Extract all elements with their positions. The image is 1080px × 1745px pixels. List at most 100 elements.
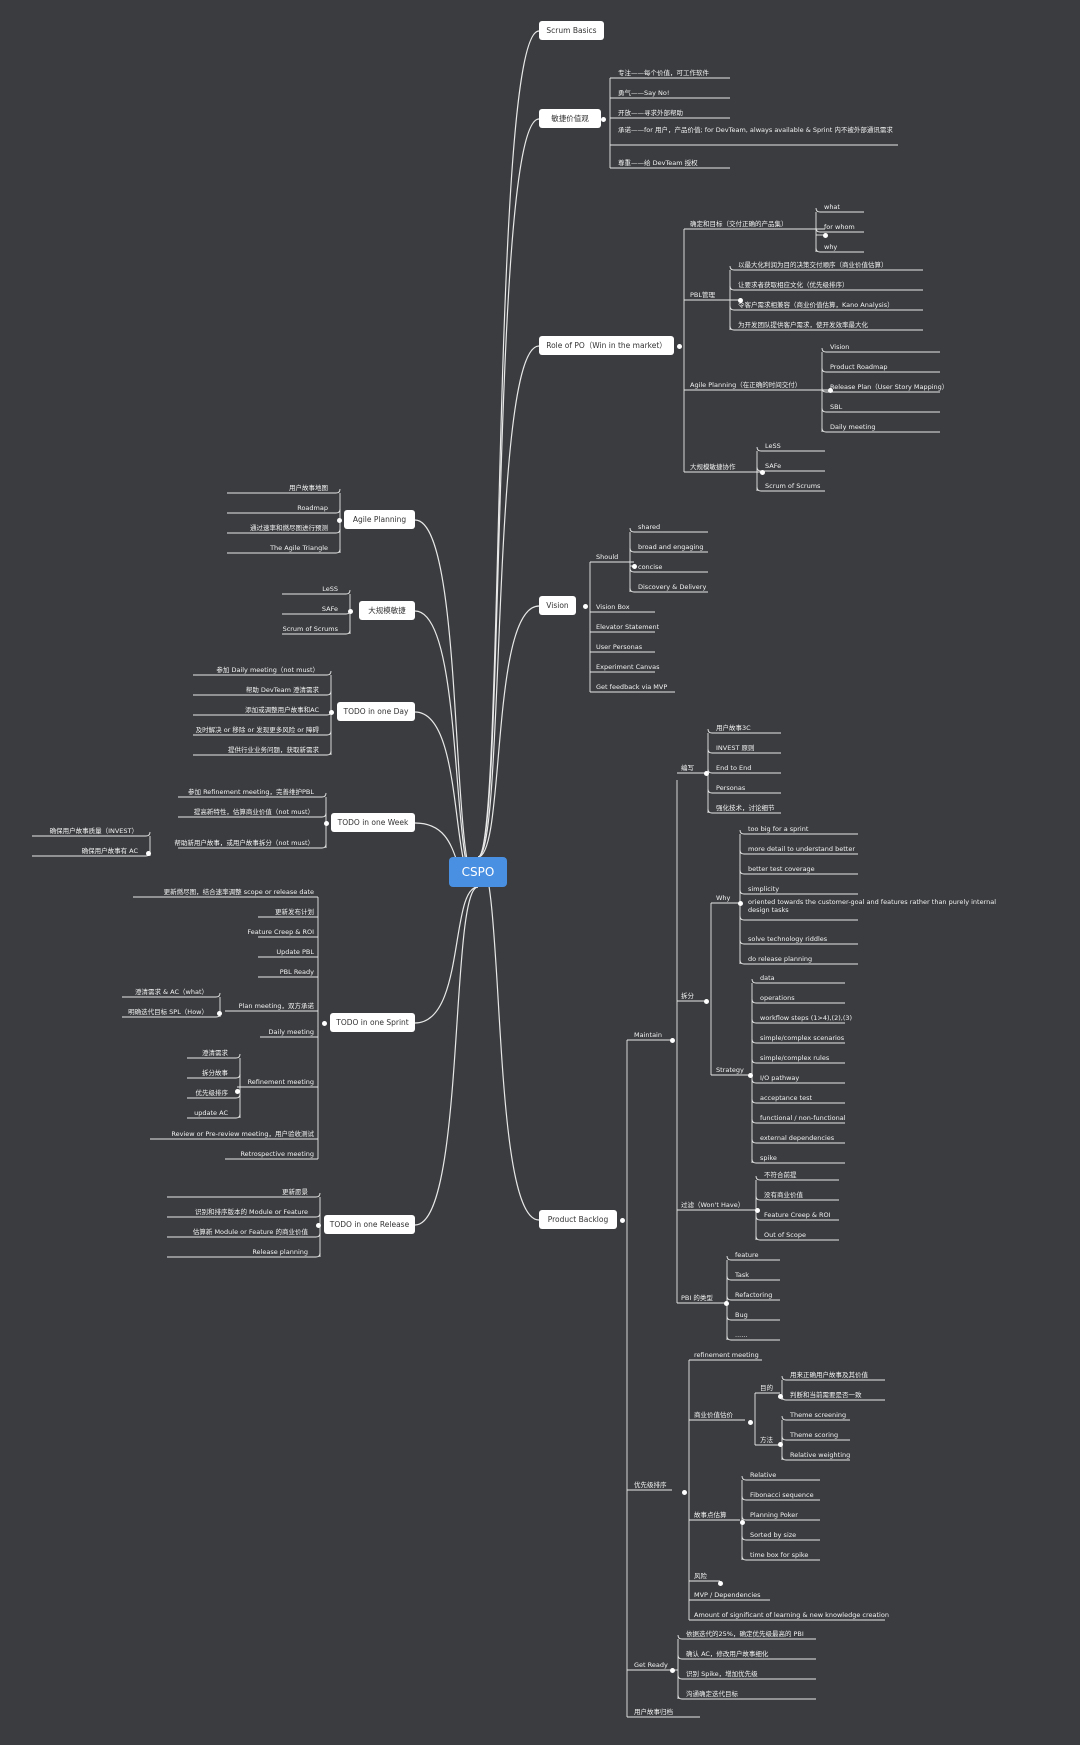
values-toggle[interactable] <box>600 116 606 122</box>
scale-item-0[interactable]: LeSS <box>322 585 338 593</box>
agile-item-3[interactable]: The Agile Triangle <box>270 544 328 552</box>
release-item-2[interactable]: 估算新 Module or Feature 的商业价值 <box>192 1228 308 1236</box>
why-item-4[interactable]: oriented towards the customer-goal and f… <box>748 898 997 914</box>
ready-item-3[interactable]: 沟通确定迭代目标 <box>686 1690 738 1698</box>
pb-get-ready[interactable]: Get Ready <box>634 1661 668 1669</box>
strategy-item-5[interactable]: I/O pathway <box>760 1074 800 1082</box>
ready-item-1[interactable]: 确认 AC，修改用户故事细化 <box>686 1650 769 1658</box>
plan-item-1[interactable]: 明确迭代目标 SPL（How） <box>128 1008 208 1016</box>
release-item-toggle[interactable] <box>315 1222 321 1228</box>
week-sub-item-toggle[interactable] <box>145 850 151 856</box>
pb-types[interactable]: PBI 的类型 <box>681 1294 713 1302</box>
day-item-0[interactable]: 参加 Daily meeting（not must） <box>216 666 319 674</box>
strategy-item-0[interactable]: data <box>760 974 775 982</box>
write-item-2[interactable]: End to End <box>716 764 752 772</box>
branch-todo-week[interactable]: TODO in one Week <box>331 813 415 832</box>
method-item-0[interactable]: Theme screening <box>790 1411 847 1419</box>
method-item-2[interactable]: Relative weighting <box>790 1451 851 1459</box>
goal-item-toggle[interactable] <box>777 1393 783 1399</box>
values-item-1[interactable]: 勇气——Say No! <box>618 89 670 97</box>
week-sub-item-1[interactable]: 确保用户故事有 AC <box>81 847 138 855</box>
goal-item-0[interactable]: 用来正确用户故事及其价值 <box>790 1371 868 1379</box>
vision-toggle[interactable] <box>582 603 588 609</box>
priority-bv[interactable]: 商业价值估价 <box>694 1411 733 1419</box>
pb-story-life[interactable]: 用户故事归档 <box>634 1708 673 1716</box>
group0-1[interactable]: for whom <box>824 223 855 231</box>
vision-should-item-0[interactable]: shared <box>638 523 661 531</box>
size-item-toggle[interactable] <box>739 1519 745 1525</box>
why-item-1[interactable]: more detail to understand better <box>748 845 855 853</box>
why-item-0[interactable]: too big for a sprint <box>748 825 809 833</box>
size-item-2[interactable]: Planning Poker <box>750 1511 798 1519</box>
ready-item-toggle[interactable] <box>669 1667 675 1673</box>
group1-3[interactable]: 为开发团队提供客户需求，使开发效率最大化 <box>738 321 868 329</box>
group3-1[interactable]: SAFe <box>765 462 782 470</box>
strategy-item-1[interactable]: operations <box>760 994 795 1002</box>
write-item-0[interactable]: 用户故事3C <box>716 724 751 732</box>
sprint-retro[interactable]: Retrospective meeting <box>240 1150 314 1158</box>
sprint-item-2[interactable]: Feature Creep & ROI <box>247 928 314 936</box>
group1-1[interactable]: 让要求者获取相应文化（优先级排序） <box>738 281 849 289</box>
week-item-1[interactable]: 提高新特性，估算商业价值（not must） <box>193 808 314 816</box>
priority-refinement[interactable]: refinement meeting <box>694 1351 759 1359</box>
group1-0[interactable]: 以最大化利润为目的决策交付顺序（商业价值估算） <box>738 261 888 269</box>
agile-item-0[interactable]: 用户故事地图 <box>289 484 328 492</box>
branch-role-of-po[interactable]: Role of PO（Win in the market） <box>539 336 674 355</box>
refine-item-0[interactable]: 澄清需求 <box>202 1049 228 1057</box>
root-node[interactable]: CSPO <box>449 857 507 887</box>
agile-item-toggle[interactable] <box>336 517 342 523</box>
method-item-toggle[interactable] <box>777 1441 783 1447</box>
sprint-item-1[interactable]: 更新发布计划 <box>275 908 314 916</box>
strategy-item-3[interactable]: simple/complex scenarios <box>760 1034 845 1042</box>
branch-values[interactable]: 敏捷价值观 <box>539 109 601 128</box>
strategy-item-8[interactable]: external dependencies <box>760 1134 835 1142</box>
split-toggle[interactable] <box>703 998 709 1004</box>
sprint-review[interactable]: Review or Pre-review meeting，用户验收测试 <box>171 1130 314 1138</box>
agile-item-1[interactable]: Roadmap <box>297 504 328 512</box>
strategy-item-toggle[interactable] <box>747 1072 753 1078</box>
sprint-item-0[interactable]: 更新燃尽图，结合速率调整 scope or release date <box>163 888 314 896</box>
why-item-6[interactable]: do release planning <box>748 955 813 963</box>
sprint-item-3[interactable]: Update PBL <box>276 948 314 956</box>
vision-should[interactable]: Should <box>596 553 619 561</box>
ready-item-2[interactable]: 识别 Spike，增加优先级 <box>686 1670 758 1678</box>
sprint-item-4[interactable]: PBL Ready <box>279 968 314 976</box>
strategy-item-4[interactable]: simple/complex rules <box>760 1054 830 1062</box>
size-item-1[interactable]: Fibonacci sequence <box>750 1491 814 1499</box>
group1-toggle[interactable] <box>737 297 743 303</box>
split-why[interactable]: Why <box>716 894 731 902</box>
priority-learning[interactable]: Amount of significant of learning & new … <box>694 1611 889 1619</box>
release-item-0[interactable]: 更新愿景 <box>282 1188 308 1196</box>
why-item-5[interactable]: solve technology riddles <box>748 935 828 943</box>
sprint-plan[interactable]: Plan meeting，双方承诺 <box>238 1002 314 1010</box>
why-item-3[interactable]: simplicity <box>748 885 780 893</box>
types-item-4[interactable]: ...... <box>735 1331 748 1339</box>
role-po-toggle[interactable] <box>676 343 682 349</box>
strategy-item-7[interactable]: functional / non-functional <box>760 1114 846 1122</box>
vision-should-item-toggle[interactable] <box>631 563 637 569</box>
scale-item-2[interactable]: Scrum of Scrums <box>282 625 338 633</box>
strategy-item-2[interactable]: workflow steps (1>4),(2),(3) <box>760 1014 853 1022</box>
strategy-item-6[interactable]: acceptance test <box>760 1094 813 1102</box>
pb-priority[interactable]: 优先级排序 <box>634 1481 667 1489</box>
filter-item-1[interactable]: 没有商业价值 <box>764 1191 803 1199</box>
sprint-daily[interactable]: Daily meeting <box>268 1028 314 1036</box>
values-item-4[interactable]: 尊重——给 DevTeam 授权 <box>618 159 698 167</box>
week-item-2[interactable]: 帮助新用户故事，或用户故事拆分（not must） <box>174 839 314 847</box>
vision-item-1[interactable]: Elevator Statement <box>596 623 660 631</box>
vision-should-item-3[interactable]: Discovery & Delivery <box>638 583 707 591</box>
refine-item-3[interactable]: update AC <box>194 1109 228 1117</box>
scale-item-toggle[interactable] <box>347 608 353 614</box>
branch-todo-sprint[interactable]: TODO in one Sprint <box>330 1013 415 1032</box>
filter-item-2[interactable]: Feature Creep & ROI <box>764 1211 831 1219</box>
branch-scrum-basics[interactable]: Scrum Basics <box>539 21 604 40</box>
values-item-0[interactable]: 专注——每个价值，可工作软件 <box>618 69 709 77</box>
role-group-1[interactable]: PBL管理 <box>690 291 716 299</box>
types-item-0[interactable]: feature <box>735 1251 759 1259</box>
release-item-3[interactable]: Release planning <box>252 1248 308 1256</box>
branch-todo-day[interactable]: TODO in one Day <box>337 702 415 721</box>
bv-goal[interactable]: 目的 <box>760 1384 773 1392</box>
group3-toggle[interactable] <box>759 469 765 475</box>
pb-filter[interactable]: 过滤（Won't Have） <box>681 1201 745 1209</box>
day-item-4[interactable]: 提供行业业务问题，获取新需求 <box>228 746 319 754</box>
